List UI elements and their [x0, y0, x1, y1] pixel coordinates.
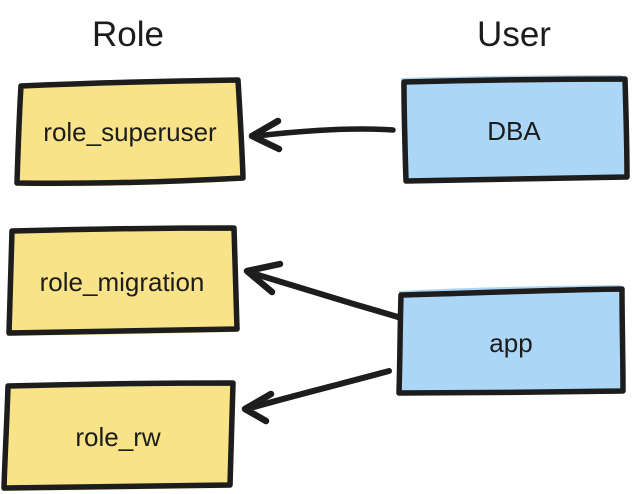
node-user-dba: DBA: [401, 75, 630, 184]
node-label-role-superuser: role_superuser: [43, 117, 217, 147]
arrow-app-to-role-rw: [241, 368, 392, 425]
node-label-app: app: [489, 328, 532, 358]
arrow-head: [248, 117, 283, 153]
arrow-head: [243, 260, 284, 296]
node-border: [401, 76, 630, 184]
node-role-migration: role_migration: [6, 225, 240, 336]
node-user-app: app: [396, 285, 626, 396]
node-role-superuser: role_superuser: [14, 77, 246, 187]
column-title-user: User: [477, 15, 551, 54]
node-border: [6, 225, 240, 336]
arrow-head: [241, 390, 275, 425]
node-label-dba: DBA: [487, 116, 541, 146]
arrow-shaft: [252, 271, 401, 320]
arrow-app-to-role-migration: [243, 260, 401, 320]
node-border: [1, 380, 236, 491]
arrow-shaft: [253, 126, 396, 139]
node-role-rw: role_rw: [1, 380, 236, 491]
arrow-dba-to-role-superuser: [248, 117, 396, 153]
column-title-role: Role: [92, 15, 164, 54]
node-label-role-rw: role_rw: [75, 422, 160, 452]
node-label-role-migration: role_migration: [40, 267, 205, 297]
node-border: [396, 286, 626, 396]
node-border: [14, 77, 246, 187]
arrow-shaft: [251, 368, 392, 410]
